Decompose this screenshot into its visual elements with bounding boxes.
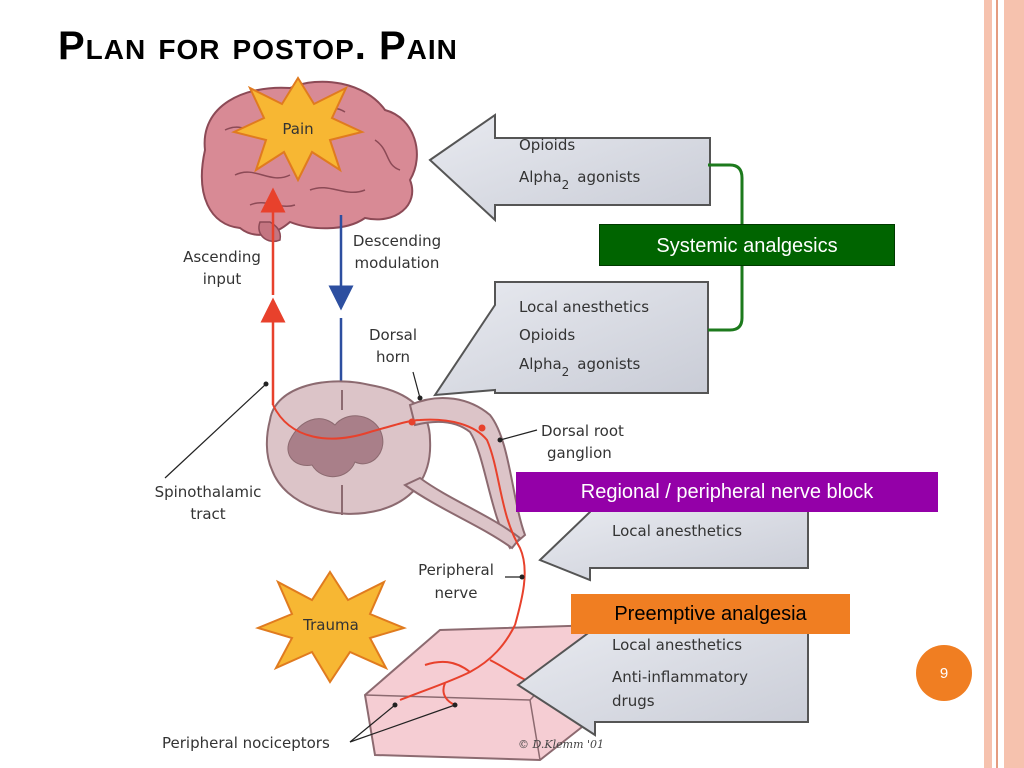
box-mid-line1: Local anesthetics xyxy=(519,298,649,316)
ascending-label-1: Ascending xyxy=(183,248,261,266)
descending-label-1: Descending xyxy=(353,232,441,250)
nociceptors-label: Peripheral nociceptors xyxy=(162,734,330,752)
box-bottom-line1: Local anesthetics xyxy=(612,636,742,654)
spinal-cord xyxy=(265,380,527,626)
frame-line xyxy=(996,0,998,768)
slide-title: Plan for postop. Pain xyxy=(58,24,458,68)
frame-stripe-left xyxy=(984,0,992,768)
box-bottom-line2: Anti-inflammatory xyxy=(612,668,748,686)
peripheral-nerve-label-1: Peripheral xyxy=(418,561,494,579)
drg-label-1: Dorsal root xyxy=(541,422,624,440)
trauma-star-icon xyxy=(254,570,408,684)
regional-nerve-block-callout: Regional / peripheral nerve block xyxy=(516,472,938,512)
local-anesthetics-box-bottom: Local anesthetics Anti-inflammatory drug… xyxy=(516,624,809,737)
trauma-star-label: Trauma xyxy=(302,616,359,634)
spinothalamic-label-1: Spinothalamic xyxy=(155,483,262,501)
page-number-badge: 9 xyxy=(916,645,972,701)
copyright-text: © D.Klemm '01 xyxy=(518,738,604,751)
box-mid-line2: Opioids xyxy=(519,326,575,344)
ascending-label-2: input xyxy=(203,270,242,288)
pain-star-icon xyxy=(231,76,365,183)
systemic-analgesics-callout: Systemic analgesics xyxy=(599,224,895,266)
peripheral-nerve-label-2: nerve xyxy=(434,584,477,602)
pain-star-label: Pain xyxy=(282,120,313,138)
descending-label-2: modulation xyxy=(355,254,440,272)
dorsal-horn-label-2: horn xyxy=(376,348,410,366)
box-bottom-line3: drugs xyxy=(612,692,655,710)
dorsal-horn-label-1: Dorsal xyxy=(369,326,417,344)
preemptive-analgesia-callout: Preemptive analgesia xyxy=(571,594,850,634)
local-anesthetics-box-regional: Local anesthetics xyxy=(538,509,809,582)
drg-label-2: ganglion xyxy=(547,444,612,462)
box-top-line1: Opioids xyxy=(519,136,575,154)
box-regional-line1: Local anesthetics xyxy=(612,522,742,540)
frame-stripe-right xyxy=(1004,0,1024,768)
spinothalamic-label-2: tract xyxy=(190,505,225,523)
